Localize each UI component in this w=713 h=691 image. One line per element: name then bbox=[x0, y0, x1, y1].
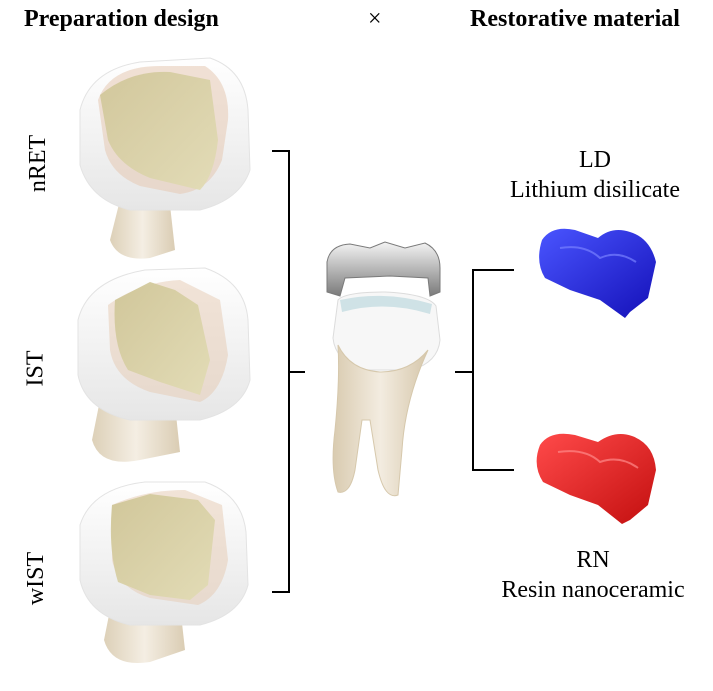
right-bracket bbox=[455, 269, 514, 471]
times-symbol: × bbox=[368, 6, 382, 32]
restorative-material-header: Restorative material bbox=[470, 6, 680, 32]
central-tooth bbox=[326, 241, 441, 497]
tooth-ist bbox=[77, 267, 251, 462]
material-abbr-rn: RN bbox=[576, 547, 610, 573]
material-name-rn: Resin nanoceramic bbox=[501, 577, 685, 603]
tooth-wist bbox=[79, 481, 249, 664]
preparation-design-header: Preparation design bbox=[24, 6, 219, 32]
ld-crown bbox=[539, 228, 656, 318]
tooth-nret bbox=[79, 57, 251, 259]
left-bracket bbox=[272, 150, 305, 593]
rn-crown bbox=[536, 433, 656, 524]
material-label-ld: LD Lithium disilicate bbox=[480, 145, 710, 205]
material-label-rn: RN Resin nanoceramic bbox=[478, 545, 708, 605]
material-name-ld: Lithium disilicate bbox=[510, 177, 680, 203]
material-abbr-ld: LD bbox=[579, 147, 611, 173]
